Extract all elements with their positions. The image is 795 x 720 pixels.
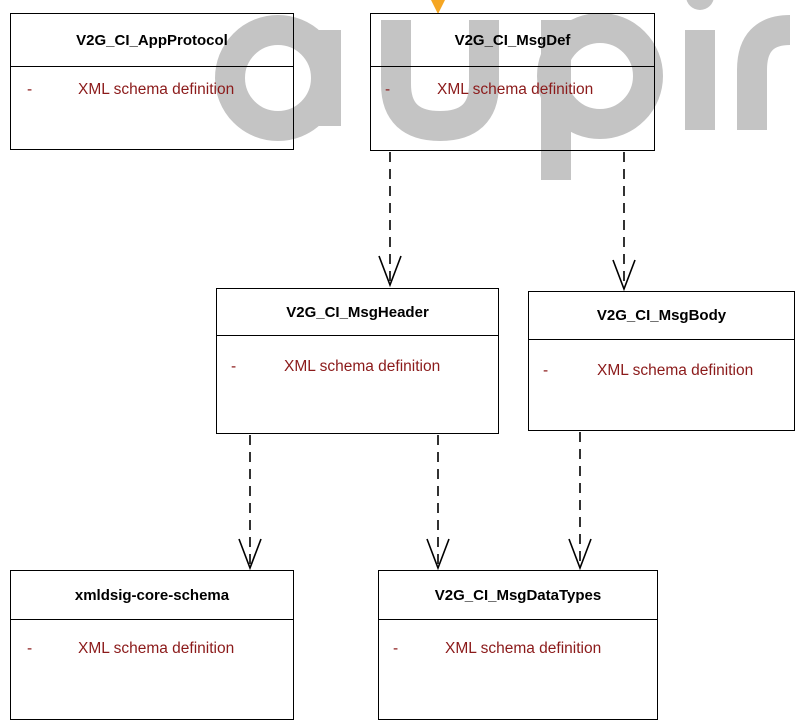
attribute-text: XML schema definition [597, 362, 754, 379]
attribute-text: XML schema definition [437, 81, 594, 98]
attribute-marker: - [543, 362, 549, 379]
attribute-marker: - [393, 640, 399, 657]
attribute-marker: - [385, 81, 391, 98]
attribute-marker: - [231, 358, 237, 375]
box-title: V2G_CI_MsgDef [371, 14, 654, 67]
package-msg-def: V2G_CI_MsgDef - XML schema definition [370, 13, 655, 151]
box-title: V2G_CI_AppProtocol [11, 14, 293, 67]
package-app-protocol: V2G_CI_AppProtocol - XML schema definiti… [10, 13, 294, 150]
box-title: xmldsig-core-schema [11, 571, 293, 620]
attribute-text: XML schema definition [78, 81, 235, 98]
box-title: V2G_CI_MsgBody [529, 292, 794, 340]
package-msg-datatypes: V2G_CI_MsgDataTypes - XML schema definit… [378, 570, 658, 720]
attribute-text: XML schema definition [284, 358, 441, 375]
package-msg-header: V2G_CI_MsgHeader - XML schema definition [216, 288, 499, 434]
attribute-text: XML schema definition [445, 640, 602, 657]
package-msg-body: V2G_CI_MsgBody - XML schema definition [528, 291, 795, 431]
attribute-marker: - [27, 81, 33, 98]
watermark-logo [215, 0, 791, 180]
attribute-text: XML schema definition [78, 640, 235, 657]
attribute-marker: - [27, 640, 33, 657]
package-xmldsig-core-schema: xmldsig-core-schema - XML schema definit… [10, 570, 294, 720]
box-title: V2G_CI_MsgDataTypes [379, 571, 657, 620]
box-title: V2G_CI_MsgHeader [217, 289, 498, 336]
